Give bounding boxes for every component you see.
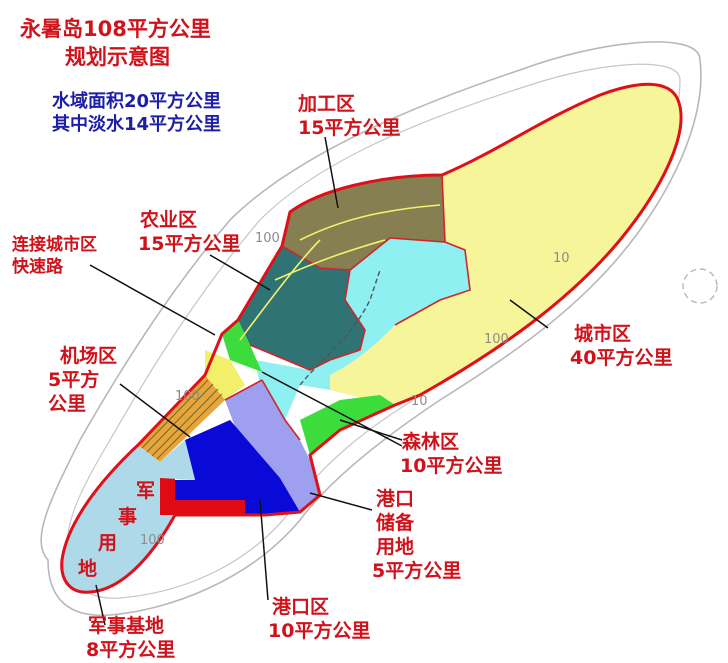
- label-port-zone: 港口区 10平方公里: [268, 595, 370, 643]
- label-expressway-name2: 快速路: [12, 257, 63, 277]
- label-forest-area: 10平方公里: [400, 455, 503, 477]
- zone-city-shape: [330, 84, 681, 406]
- water-area-note-line1: 水域面积20平方公里: [52, 91, 222, 112]
- zone-boundaries: [224, 174, 471, 441]
- label-airport-area2: 公里: [48, 393, 87, 415]
- zone-port-red-strip: [160, 478, 245, 515]
- label-airport-zone: 机场区 5平方 公里: [48, 344, 117, 416]
- label-port-storage-zone: 港口 储备 用地 5平方公里: [372, 487, 461, 583]
- label-industrial-zone: 加工区 15平方公里: [298, 92, 400, 140]
- depth-label-100-d: 100: [175, 389, 200, 404]
- label-port-storage-area: 5平方公里: [372, 560, 462, 582]
- label-agriculture-name: 农业区: [140, 209, 198, 231]
- zone-water-shape: [255, 238, 470, 420]
- small-reef-contour: [682, 268, 718, 304]
- map-title-line1: 永暑岛108平方公里: [20, 17, 211, 41]
- label-port-storage-line2: 储备: [376, 512, 415, 534]
- island-boundary: [60, 82, 683, 594]
- depth-label-100-c: 100: [140, 533, 165, 548]
- label-military-char-2: 事: [118, 506, 138, 528]
- label-military-char-3: 用: [98, 532, 118, 554]
- label-military-area: 8平方公里: [86, 639, 176, 661]
- map-title-line2: 规划示意图: [65, 45, 170, 69]
- zone-industrial-shape: [282, 175, 445, 270]
- water-channel-dashed: [299, 269, 381, 386]
- label-port-name: 港口区: [272, 596, 330, 618]
- expressway-lines: [239, 204, 441, 341]
- map-title: 永暑岛108平方公里 规划示意图: [20, 15, 211, 71]
- label-military-name: 军事基地: [88, 615, 165, 637]
- depth-label-100-a: 100: [255, 231, 280, 246]
- zone-military-shape: [61, 440, 195, 593]
- label-agriculture-area: 15平方公里: [138, 233, 241, 255]
- label-industrial-area: 15平方公里: [298, 117, 401, 139]
- label-forest-name: 森林区: [402, 431, 460, 453]
- water-area-note-line2: 其中淡水14平方公里: [52, 114, 222, 135]
- depth-label-100-b: 100: [484, 332, 509, 347]
- leader-lines: [89, 136, 549, 626]
- zone-agriculture-shape: [238, 246, 365, 370]
- label-forest-zone: 森林区 10平方公里: [400, 430, 502, 478]
- label-industrial-name: 加工区: [298, 93, 356, 115]
- zone-forest-shape: [222, 320, 395, 455]
- runway-lines: [141, 379, 223, 460]
- depth-label-10-b: 10: [411, 394, 428, 409]
- label-city-area: 40平方公里: [570, 347, 673, 369]
- zone-port-shape: [172, 420, 300, 515]
- label-port-area: 10平方公里: [268, 620, 371, 642]
- label-city-zone: 城市区 40平方公里: [570, 322, 672, 370]
- label-military-char-1: 军: [136, 480, 156, 502]
- label-agriculture-zone: 农业区 15平方公里: [138, 208, 240, 256]
- label-military-char-4: 地: [78, 558, 98, 580]
- zone-port-storage-shape: [225, 380, 320, 512]
- zone-airport-shape: [138, 375, 225, 462]
- label-port-storage-line1: 港口: [376, 488, 415, 510]
- label-city-name: 城市区: [574, 323, 632, 345]
- label-expressway-name: 连接城市区: [12, 235, 97, 255]
- water-area-note: 水域面积20平方公里 其中淡水14平方公里: [52, 90, 221, 136]
- label-military-vertical: 军 事 用 地: [78, 478, 155, 582]
- label-military-zone: 军事基地 8平方公里: [86, 614, 176, 662]
- label-airport-area: 5平方: [48, 369, 100, 391]
- label-expressway: 连接城市区 快速路: [12, 234, 97, 278]
- label-airport-name: 机场区: [60, 345, 118, 367]
- label-port-storage-line3: 用地: [376, 536, 415, 558]
- depth-label-10-a: 10: [553, 251, 570, 266]
